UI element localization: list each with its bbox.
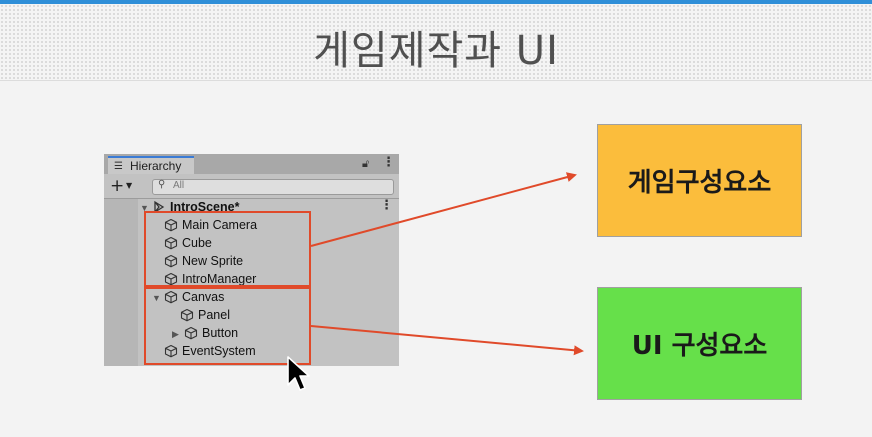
hierarchy-row-label: Cube xyxy=(182,236,212,250)
hierarchy-row-label: Button xyxy=(202,326,239,340)
collapse-arrow-icon[interactable]: ▼ xyxy=(140,203,149,213)
lock-icon[interactable]: 🔓︎ xyxy=(362,157,370,170)
chevron-down-icon[interactable]: ▼ xyxy=(126,181,133,190)
hierarchy-row-label: Canvas xyxy=(182,290,225,304)
hierarchy-row[interactable]: EventSystem xyxy=(164,342,256,360)
expand-arrow-icon[interactable]: ▶ xyxy=(172,329,179,339)
hierarchy-row[interactable]: Cube xyxy=(164,234,212,252)
gameobject-cube-icon xyxy=(164,254,178,268)
mouse-cursor-icon xyxy=(287,356,310,391)
divider xyxy=(104,198,399,199)
list-icon: ☰ xyxy=(114,161,123,172)
tab-hierarchy[interactable]: ☰ Hierarchy xyxy=(108,156,194,174)
gameobject-cube-icon xyxy=(164,290,178,304)
ui-components-box: UI 구성요소 xyxy=(597,287,802,400)
hierarchy-row-label: IntroManager xyxy=(182,272,257,286)
gameobject-cube-icon xyxy=(164,272,178,286)
slide-title: 게임제작과 UI xyxy=(313,28,559,74)
hierarchy-row[interactable]: Main Camera xyxy=(164,216,257,234)
highlight-ui-objects xyxy=(144,287,311,365)
game-components-box: 게임구성요소 xyxy=(597,124,802,237)
scene-menu-icon[interactable]: ⋮ xyxy=(380,198,393,213)
gameobject-cube-icon xyxy=(164,344,178,358)
gameobject-cube-icon xyxy=(164,218,178,232)
hierarchy-row[interactable]: IntroManager xyxy=(164,270,256,288)
collapse-arrow-icon[interactable]: ▼ xyxy=(152,293,161,303)
title-band: 게임제작과 UI xyxy=(0,4,872,81)
search-input[interactable]: ⚲ All xyxy=(152,179,394,195)
hierarchy-row[interactable]: ▶ Button xyxy=(172,324,238,342)
top-accent-bar xyxy=(0,0,872,4)
tab-hierarchy-label: Hierarchy xyxy=(130,159,182,173)
hierarchy-row[interactable]: Panel xyxy=(180,306,230,324)
add-object-button[interactable]: + xyxy=(110,176,125,196)
highlight-game-objects xyxy=(144,211,311,287)
hierarchy-row-label: Main Camera xyxy=(182,218,258,232)
panel-menu-icon[interactable]: ⋮ xyxy=(382,155,395,170)
hierarchy-row-label: Panel xyxy=(198,308,230,322)
gameobject-cube-icon xyxy=(184,326,198,340)
left-gutter xyxy=(104,199,138,366)
gameobject-cube-icon xyxy=(164,236,178,250)
unity-scene-icon xyxy=(154,200,165,214)
hierarchy-row[interactable]: New Sprite xyxy=(164,252,243,270)
hierarchy-row-label: EventSystem xyxy=(182,344,256,358)
arrow-to-game-box xyxy=(310,172,577,247)
scene-name: IntroScene* xyxy=(170,200,240,214)
hierarchy-row-label: New Sprite xyxy=(182,254,244,268)
search-icon: ⚲ xyxy=(158,179,166,190)
hierarchy-row[interactable]: ▼ Canvas xyxy=(152,288,224,306)
hierarchy-panel: ☰ Hierarchy 🔓︎ ⋮ + ▼ ⚲ All ▼IntroScene* … xyxy=(104,154,399,366)
arrow-to-ui-box xyxy=(310,325,584,356)
gameobject-cube-icon xyxy=(180,308,194,322)
search-placeholder: All xyxy=(173,180,185,191)
scene-row[interactable]: ▼ IntroScene* xyxy=(140,198,239,216)
